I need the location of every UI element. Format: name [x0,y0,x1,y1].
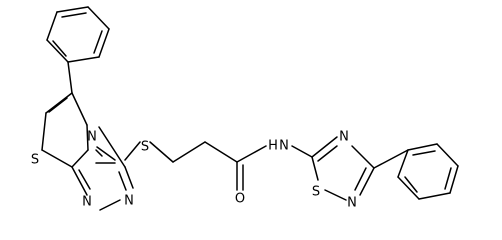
bond [407,143,438,151]
bond [418,192,451,200]
bond-inner [48,97,68,113]
bond [359,167,375,196]
bond [98,126,126,168]
triazole-ring [71,126,141,211]
bond-inner [93,30,103,54]
bond [124,166,134,189]
bond [436,143,459,167]
bond-inner [118,171,127,191]
bond [86,124,89,151]
bond [95,149,103,157]
propanamide-chain [149,141,267,191]
bond-inner [78,169,91,190]
bond [67,61,73,94]
atom-label-n-thiadiazole-upper: N [339,130,349,145]
atom-label-n-triazole-upper: N [82,195,92,210]
thiadiazole-ring [311,136,375,201]
atom-label-n-bridge: N [87,130,97,145]
bond [373,149,409,169]
bond [324,189,347,201]
bond [46,39,69,63]
atom-label-n-thiadiazole-lower: N [347,196,357,211]
bond [351,145,375,169]
atom-label-n-triazole-lower: N [124,194,134,209]
atom-label-o-carbonyl: O [235,192,245,207]
phenyl-ring-right [397,143,459,200]
bond [41,112,47,151]
bond [149,141,174,163]
bond [311,156,319,181]
bond [291,145,313,158]
bond [71,92,88,126]
bond-inner [61,12,87,18]
atom-label-h-amide: H [268,139,278,154]
molecule-canvas: S N N N S O N H N S N [31,6,459,211]
atom-label-s-thiazole: S [31,153,39,168]
bond-inner [412,150,436,156]
bond [87,6,110,30]
atom-label-s-thioether: S [141,140,149,155]
structure-diagram: S N N N S O N H N S N [31,6,459,211]
bond [99,199,121,211]
bond [311,136,338,158]
bond [98,28,110,58]
bond [45,92,73,114]
bond [236,145,267,163]
bond [397,176,420,200]
bond [46,11,58,41]
bond-inner [52,40,67,57]
bond [124,141,141,161]
bond [56,6,89,13]
bond-inner [317,145,338,162]
bond [172,141,206,163]
bond-inner [354,167,367,191]
bond [449,165,459,194]
bond [41,149,73,168]
phenyl-ring-left [46,6,110,63]
atom-label-n-amide: N [279,139,289,154]
bond [71,166,88,196]
bond [71,149,89,168]
bond-inner [444,167,452,190]
bond [96,146,116,161]
bond [204,141,238,163]
bond [397,149,409,178]
thiazole-ring [41,92,89,168]
bond [67,56,100,63]
atom-labels: S N N N S O N H N S N [31,130,357,211]
bond-inner [404,176,418,193]
atom-label-s-thiadiazole: S [312,185,320,200]
